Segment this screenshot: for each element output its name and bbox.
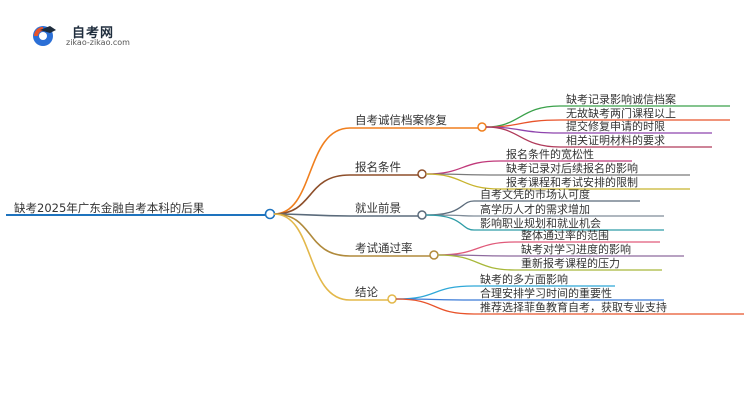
branch-label-3: 就业前景 [355,201,401,215]
branch-circle-4 [429,250,439,260]
svg-text:缺考记录对后续报名的影响: 缺考记录对后续报名的影响 [506,161,638,175]
branch-node-1[interactable]: 自考诚信档案修复 [350,113,487,132]
root-node[interactable]: 缺考2025年广东金融自考本科的后果 [6,201,276,220]
root-label: 缺考2025年广东金融自考本科的后果 [14,201,205,215]
svg-text:自考文凭的市场认可度: 自考文凭的市场认可度 [480,187,590,201]
leaf-4-2[interactable]: 缺考对学习进度的影响 [515,242,684,257]
branch-circle-2 [417,169,427,179]
svg-text:缺考对学习进度的影响: 缺考对学习进度的影响 [521,242,631,256]
branch-node-5[interactable]: 结论 [350,285,397,304]
leaf-3-3[interactable]: 影响职业规划和就业机会 [474,216,664,231]
branch-label-4: 考试通过率 [355,241,413,255]
leaf-1-4[interactable]: 相关证明材料的要求 [560,133,712,148]
graduation-cap-icon [33,26,56,46]
connector-b1 [273,127,351,215]
connector-b5 [273,213,351,301]
branch-circle-5 [387,294,397,304]
leaf-1-2[interactable]: 无故缺考两门课程以上 [560,106,730,121]
svg-text:相关证明材料的要求: 相关证明材料的要求 [566,133,665,147]
connector-b4 [273,213,351,257]
logo-brand: 自考网 [72,26,115,41]
branch-circle-1 [477,122,487,132]
branch-label-5: 结论 [355,285,378,299]
leaf-4-3[interactable]: 重新报考课程的压力 [515,256,662,271]
svg-text:重新报考课程的压力: 重新报考课程的压力 [521,256,620,270]
leaf-1-1[interactable]: 缺考记录影响诚信档案 [560,92,730,107]
leaf-2-1[interactable]: 报名条件的宽松性 [500,147,632,162]
branch-node-2[interactable]: 报名条件 [350,160,427,179]
svg-text:整体通过率的范围: 整体通过率的范围 [521,228,609,242]
leaf-1-3[interactable]: 提交修复申请的时限 [560,119,712,134]
svg-text:缺考记录影响诚信档案: 缺考记录影响诚信档案 [566,92,676,106]
logo-url: zikao-zikao.com [66,38,130,47]
branch-label-2: 报名条件 [355,160,401,174]
svg-text:合理安排学习时间的重要性: 合理安排学习时间的重要性 [480,286,612,300]
leaf-5-2[interactable]: 合理安排学习时间的重要性 [474,286,664,301]
svg-text:推荐选择菲鱼教育自考，获取专业支持: 推荐选择菲鱼教育自考，获取专业支持 [480,300,667,314]
svg-text:缺考的多方面影响: 缺考的多方面影响 [480,272,568,286]
site-logo[interactable]: 自考网 zikao-zikao.com [30,20,150,50]
svg-text:提交修复申请的时限: 提交修复申请的时限 [566,119,665,133]
svg-text:无故缺考两门课程以上: 无故缺考两门课程以上 [566,106,676,120]
leaf-5-1[interactable]: 缺考的多方面影响 [474,272,615,287]
branch-circle-3 [417,210,427,220]
branch-label-1: 自考诚信档案修复 [355,113,447,127]
svg-text:报考课程和考试安排的限制: 报考课程和考试安排的限制 [506,175,638,189]
leaf-5-3[interactable]: 推荐选择菲鱼教育自考，获取专业支持 [474,300,744,315]
svg-text:报名条件的宽松性: 报名条件的宽松性 [506,147,594,161]
branch-node-4[interactable]: 考试通过率 [350,241,439,260]
leaf-4-1[interactable]: 整体通过率的范围 [515,228,660,243]
branch-node-3[interactable]: 就业前景 [350,201,427,220]
leaf-2-2[interactable]: 缺考记录对后续报名的影响 [500,161,690,176]
leaf-2-3[interactable]: 报考课程和考试安排的限制 [500,175,690,190]
connector-b2 [273,174,351,215]
leaf-3-1[interactable]: 自考文凭的市场认可度 [474,187,640,202]
svg-text:高学历人才的需求增加: 高学历人才的需求增加 [480,202,590,216]
root-circle [264,208,276,220]
leaf-3-2[interactable]: 高学历人才的需求增加 [474,202,664,217]
svg-text:影响职业规划和就业机会: 影响职业规划和就业机会 [480,216,601,230]
